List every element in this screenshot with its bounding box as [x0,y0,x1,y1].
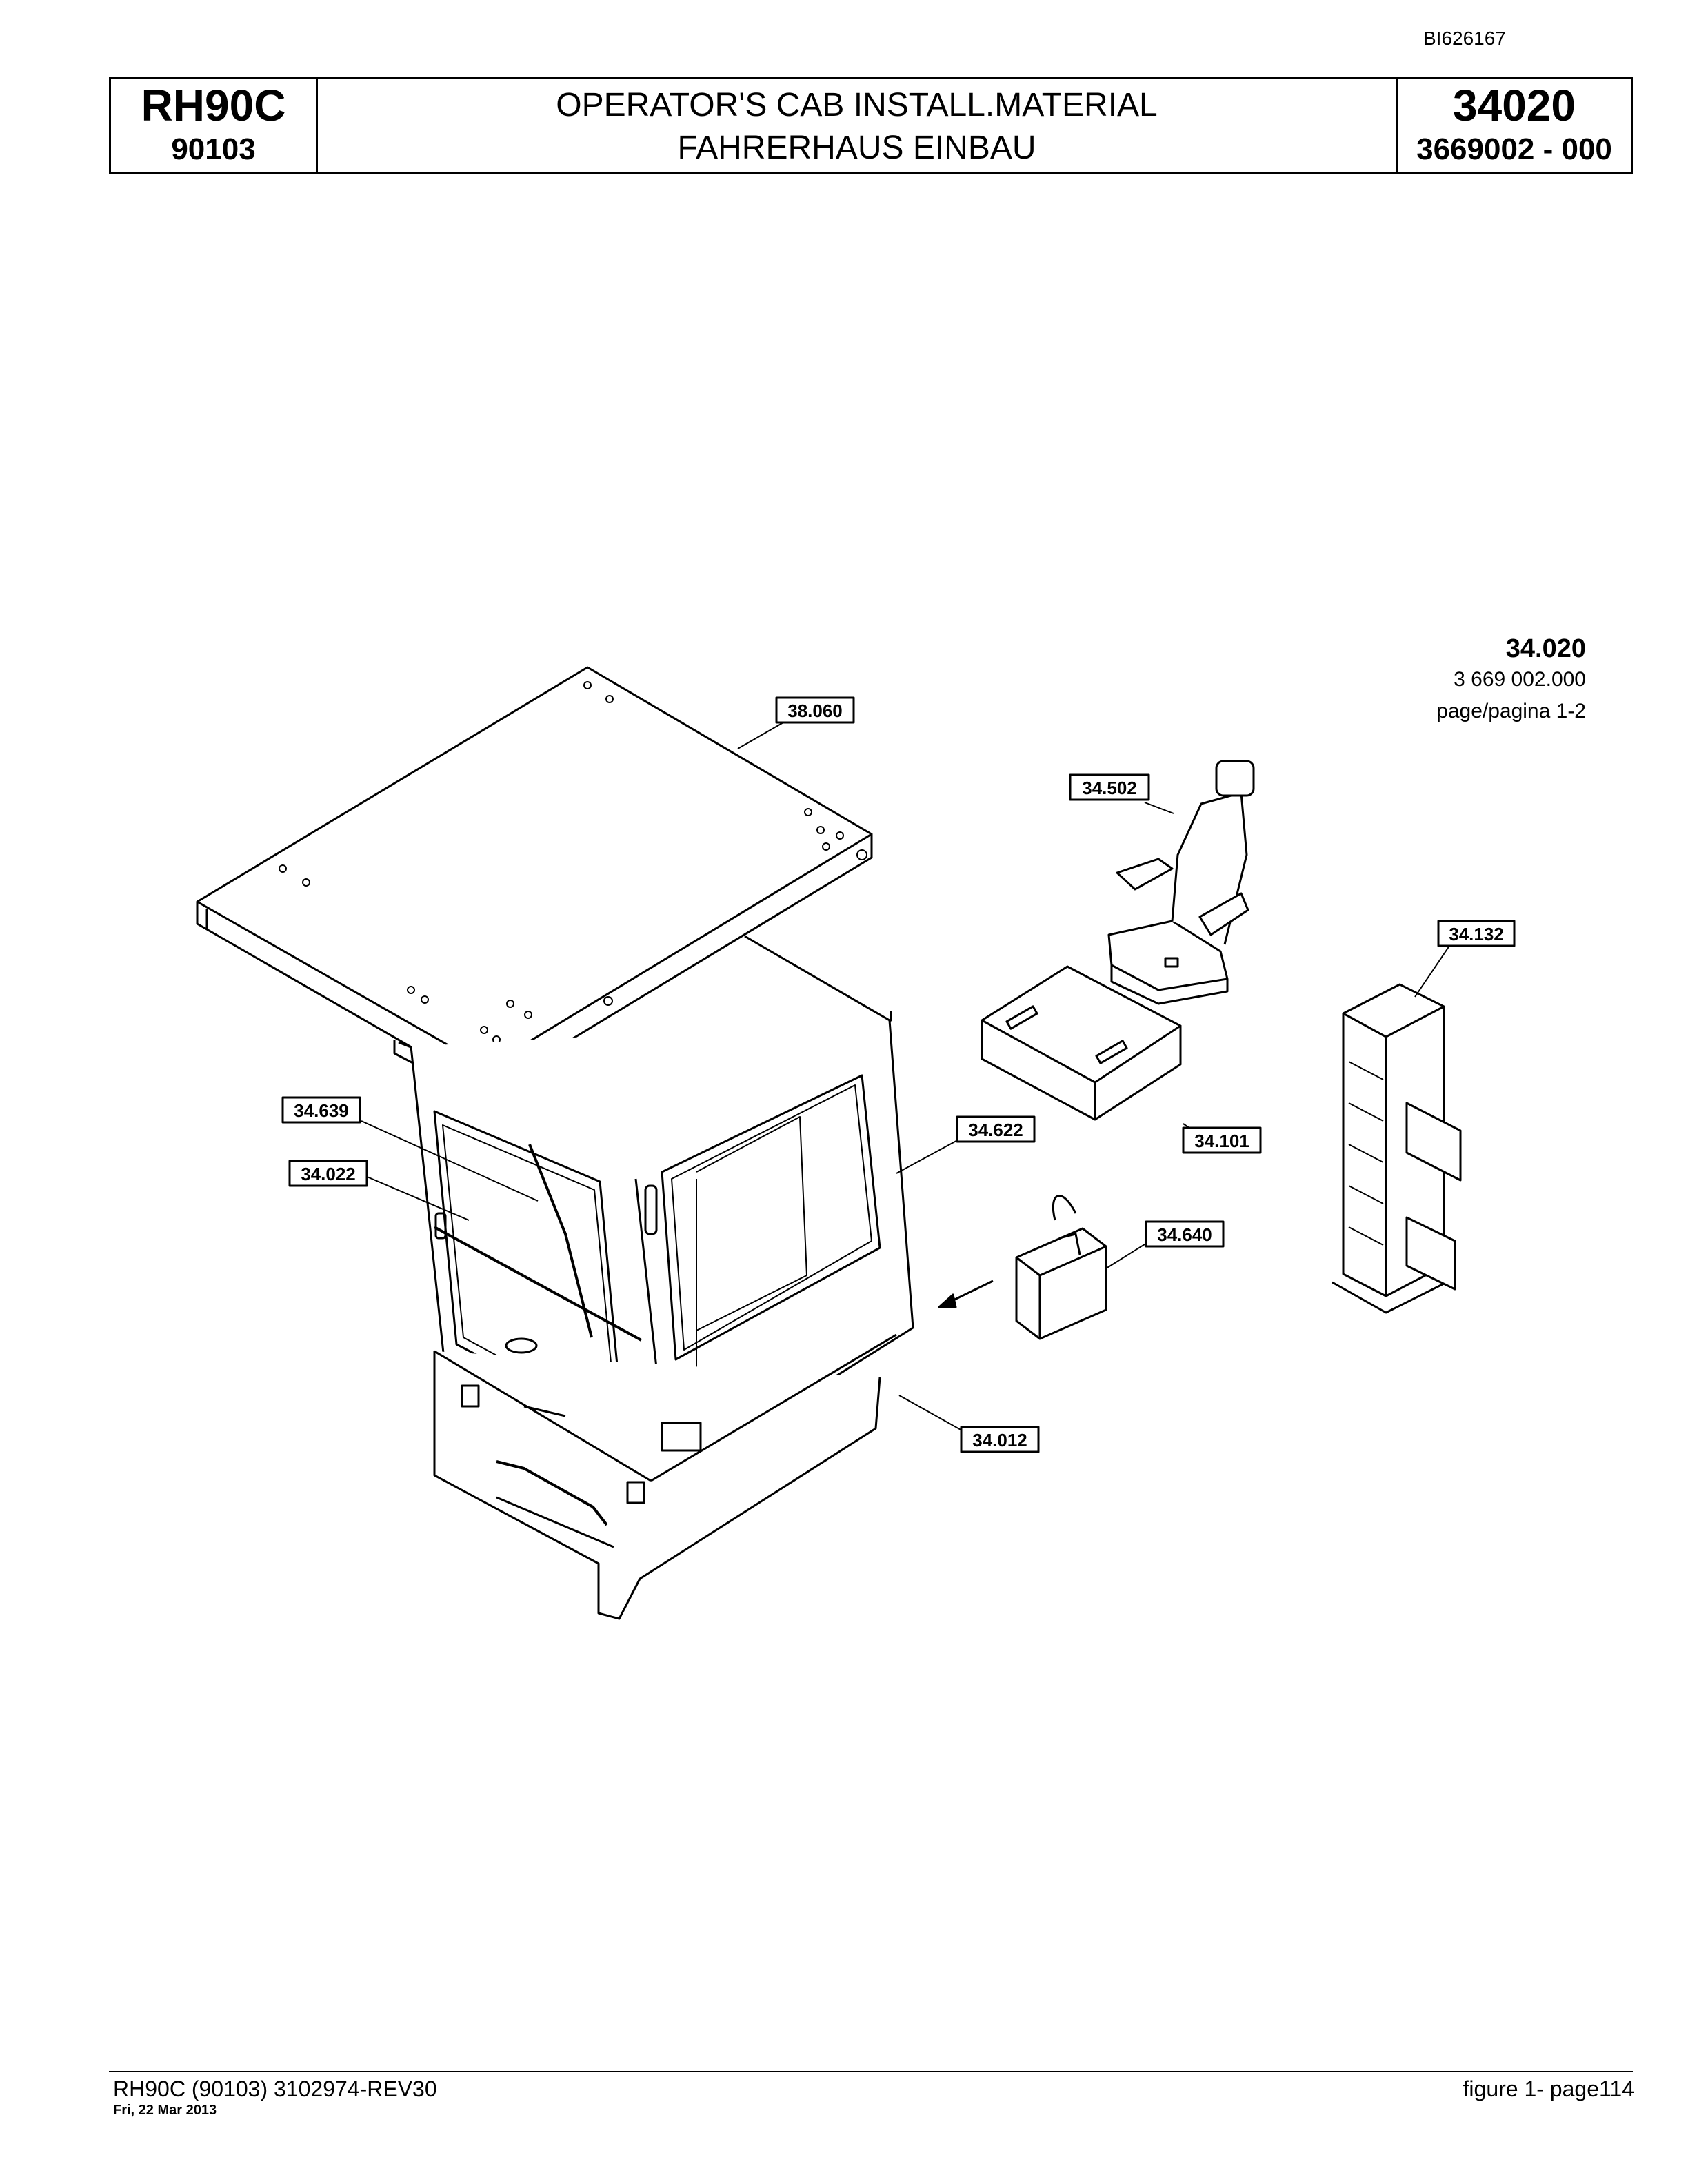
title-german: FAHRERHAUS EINBAU [677,130,1036,166]
callout-roof: 38.060 [787,700,843,721]
footer-document-info: RH90C (90103) 3102974-REV30 [113,2076,437,2101]
electrical-panel [1332,983,1462,1314]
control-console [981,965,1182,1121]
title-english: OPERATOR'S CAB INSTALL.MATERIAL [556,87,1158,123]
model-cell: RH90C 90103 [111,79,318,172]
figure-page: page/pagina 1-2 [1436,700,1586,722]
callout-console: 34.101 [1194,1131,1249,1151]
callout-boxes [281,696,1516,1453]
group-cell: 34020 3669002 - 000 [1398,79,1631,172]
callout-leaders [361,722,1450,1435]
footer-page-info: figure 1- page114 [1463,2076,1634,2101]
figure-part-number: 3 669 002.000 [1454,668,1586,691]
operator-seat [1107,760,1255,1005]
title-block: RH90C 90103 OPERATOR'S CAB INSTALL.MATER… [109,77,1633,174]
callout-base: 34.012 [972,1430,1027,1450]
part-number: 3669002 - 000 [1416,132,1612,166]
callout-window: 34.022 [301,1164,356,1184]
document-id: BI626167 [1423,28,1506,49]
callout-panel: 34.132 [1449,924,1504,944]
washer-tank [938,1195,1107,1340]
callout-seat: 34.502 [1082,778,1137,798]
cab-base [433,1333,897,1620]
callout-wiper: 34.639 [294,1100,349,1121]
model-name: RH90C [141,81,286,130]
figure-number: 34.020 [1505,634,1586,663]
group-number: 34020 [1453,81,1576,130]
callout-cab: 34.622 [968,1120,1023,1140]
figure-reference: 34.020 3 669 002.000 page/pagina 1-2 [1352,634,1586,723]
serial-number: 90103 [171,132,256,166]
footer-divider [109,2071,1633,2072]
title-cell: OPERATOR'S CAB INSTALL.MATERIAL FAHRERHA… [318,79,1398,172]
footer-date: Fri, 22 Mar 2013 [113,2103,217,2118]
callout-washer-tank: 34.640 [1157,1224,1212,1245]
